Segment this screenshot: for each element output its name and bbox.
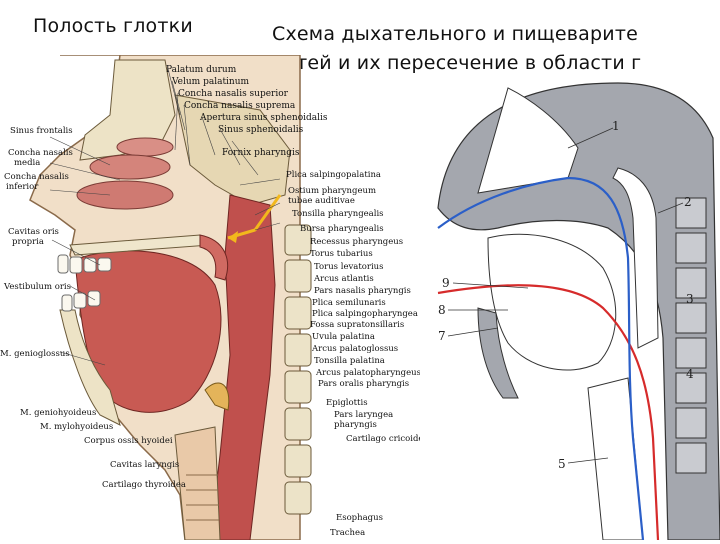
- label-concha-nasalis-media-1: Concha nasalis: [8, 148, 73, 158]
- schema-num-9: 9: [442, 276, 450, 290]
- label-plica-semilunaris: Plica semilunaris: [312, 298, 386, 308]
- label-cartilago-thyroidea: Cartilago thyroidea: [102, 480, 186, 490]
- label-ostium-pharyngeum-1: Ostium pharyngeum: [288, 186, 376, 196]
- label-plica-salpingopalatina: Plica salpingopalatina: [286, 170, 381, 180]
- label-concha-nasalis-inferior-2: inferior: [6, 182, 39, 192]
- concha-inferior: [77, 181, 173, 209]
- label-corpus-ossis-hyoidei: Corpus ossis hyoidei: [84, 436, 173, 446]
- label-arcus-palatopharyngeus: Arcus palatopharyngeus: [315, 368, 420, 378]
- label-concha-suprema: Concha nasalis suprema: [184, 101, 296, 111]
- label-vestibulum-oris: Vestibulum oris: [3, 282, 71, 292]
- label-torus-levatorius: Torus levatorius: [314, 262, 384, 272]
- label-concha-superior: Concha nasalis superior: [178, 89, 289, 99]
- label-concha-nasalis-media-2: media: [14, 158, 40, 168]
- label-cavitas-laryngis: Cavitas laryngis: [110, 460, 179, 470]
- pharynx-section-illustration: Palatum durum Velum palatinum Concha nas…: [0, 55, 420, 540]
- label-m-geniohyoideus: M. geniohyoideus: [20, 408, 96, 418]
- label-pars-oralis-pharyngis: Pars oralis pharyngis: [318, 379, 409, 389]
- label-tonsilla-pharyngealis: Tonsilla pharyngealis: [292, 209, 384, 219]
- label-m-mylohyoideus: M. mylohyoideus: [40, 422, 113, 432]
- schema-num-8: 8: [438, 303, 446, 317]
- label-torus-tubarius: Torus tubarius: [310, 249, 373, 259]
- label-fossa-supratonsillaris: Fossa supratonsillaris: [310, 320, 404, 330]
- label-pars-laryngea-1: Pars laryngea: [334, 410, 393, 420]
- schema-num-1: 1: [612, 119, 620, 133]
- schema-num-4: 4: [686, 367, 694, 381]
- schema-num-5: 5: [558, 457, 566, 471]
- label-tonsilla-palatina: Tonsilla palatina: [314, 356, 385, 366]
- label-epiglottis: Epiglottis: [326, 398, 368, 408]
- label-uvula-palatina: Uvula palatina: [312, 332, 375, 342]
- concha-superior: [117, 138, 173, 156]
- schema-svg: 1 2 3 4 5 7 8 9: [418, 78, 720, 540]
- label-fornix-pharyngis: Fornix pharyngis: [222, 148, 300, 158]
- label-sinus-sphenoidalis: Sinus sphenoidalis: [218, 125, 304, 135]
- label-arcus-atlantis: Arcus atlantis: [313, 274, 374, 284]
- label-esophagus: Esophagus: [336, 513, 383, 523]
- label-trachea: Trachea: [330, 528, 365, 538]
- label-bursa-pharyngealis: Bursa pharyngealis: [300, 224, 384, 234]
- label-sinus-frontalis: Sinus frontalis: [10, 126, 73, 136]
- label-arcus-palatoglossus: Arcus palatoglossus: [311, 344, 398, 354]
- label-m-genioglossus: M. genioglossus: [0, 349, 70, 359]
- label-apertura-sinus: Apertura sinus sphenoidalis: [199, 113, 328, 123]
- label-ostium-pharyngeum-2: tubae auditivae: [288, 196, 355, 206]
- label-pars-nasalis-pharyngis: Pars nasalis pharyngis: [314, 286, 411, 296]
- label-cartilago-cricoidea: Cartilago cricoidea: [346, 434, 420, 444]
- pharynx-section-svg: Palatum durum Velum palatinum Concha nas…: [0, 55, 420, 540]
- schema-num-7: 7: [438, 329, 446, 343]
- left-title: Полость глотки: [33, 12, 193, 41]
- label-recessus-pharyngeus: Recessus pharyngeus: [310, 237, 403, 247]
- label-cavitas-oris-2: propria: [12, 237, 44, 247]
- label-velum-palatinum: Velum palatinum: [171, 77, 250, 87]
- label-plica-salpingopharyngea: Plica salpingopharyngea: [312, 309, 418, 319]
- label-concha-nasalis-inferior-1: Concha nasalis: [4, 172, 69, 182]
- schema-num-3: 3: [686, 292, 694, 306]
- airway-digestive-schema: 1 2 3 4 5 7 8 9: [418, 78, 720, 540]
- label-cavitas-oris-1: Cavitas oris: [8, 227, 59, 237]
- label-palatum-durum: Palatum durum: [166, 65, 237, 75]
- right-title-line-1: Схема дыхательного и пищеварите: [272, 20, 720, 49]
- schema-num-2: 2: [684, 195, 692, 209]
- label-pars-laryngea-2: pharyngis: [334, 420, 377, 430]
